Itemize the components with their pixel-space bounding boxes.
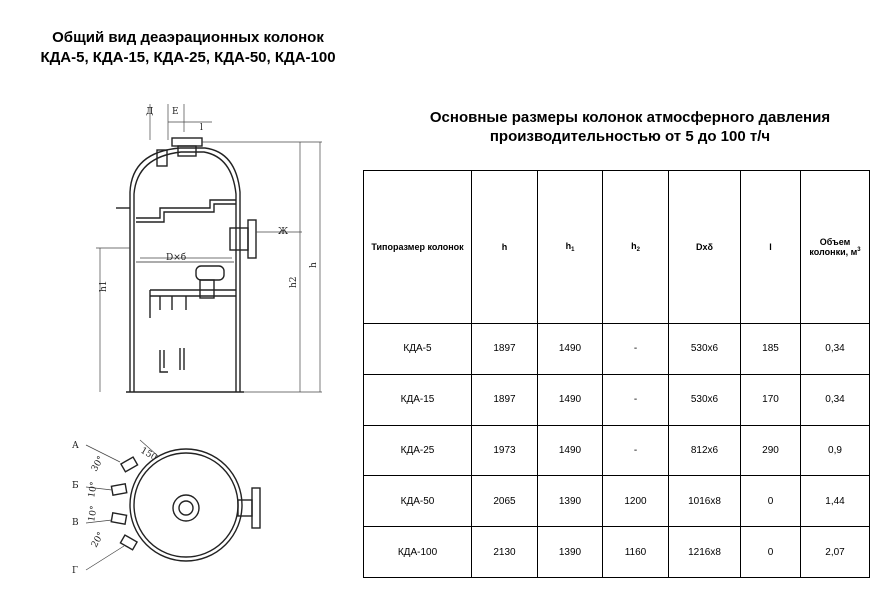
cell-l: 170 (740, 373, 801, 426)
cell-type: КДА-50 (363, 475, 472, 528)
cell-h: 1897 (471, 373, 538, 426)
table-row: КДА-100 2130 1390 1160 1216х8 0 2,07 (363, 526, 870, 578)
label-h2: h2 (289, 276, 299, 288)
cell-h: 1973 (471, 424, 538, 477)
cell-volume: 1,44 (800, 475, 870, 528)
cell-h1: 1490 (537, 424, 603, 477)
cell-h1: 1390 (537, 475, 603, 528)
table-row: КДА-15 1897 1490 - 530х6 170 0,34 (363, 373, 870, 426)
header-dxd: Dxδ (668, 170, 741, 324)
cell-h2: - (602, 373, 669, 426)
label-g: Г (72, 566, 78, 576)
label-angle-20: 20° (90, 531, 107, 550)
table-title-line1: Основные размеры колонок атмосферного да… (429, 109, 831, 126)
label-e: Е (172, 107, 179, 117)
label-a: А (72, 441, 79, 451)
label-h: h (309, 262, 319, 268)
cell-dxd: 1216х8 (668, 526, 741, 578)
cell-h: 2130 (471, 526, 538, 578)
label-h1: h1 (99, 280, 109, 292)
cell-h: 1897 (471, 323, 538, 375)
cell-h2: 1160 (602, 526, 669, 578)
header-h1: h1 (537, 170, 603, 324)
cell-l: 0 (740, 475, 801, 528)
label-dim-150: 150 (139, 446, 159, 463)
cell-h2: - (602, 323, 669, 375)
table-title: Основные размеры колонок атмосферного да… (390, 108, 870, 146)
cell-volume: 0,34 (800, 323, 870, 375)
cell-volume: 0,34 (800, 373, 870, 426)
cell-h1: 1390 (537, 526, 603, 578)
table-title-line2: производительностью от 5 до 100 т/ч (489, 128, 771, 145)
drawing-title-line1: Общий вид деаэрационных колонок (52, 29, 324, 46)
cell-dxd: 812х6 (668, 424, 741, 477)
cell-l: 290 (740, 424, 801, 477)
drawing-title: Общий вид деаэрационных колонок КДА-5, К… (18, 28, 358, 68)
cell-h: 2065 (471, 475, 538, 528)
table-row: КДА-50 2065 1390 1200 1016х8 0 1,44 (363, 475, 870, 528)
label-b: Б (72, 481, 79, 491)
table-row: КДА-25 1973 1490 - 812х6 290 0,9 (363, 424, 870, 477)
label-angle-10a: 10° (87, 481, 100, 498)
cell-h1: 1490 (537, 323, 603, 375)
cell-type: КДА-5 (363, 323, 472, 375)
label-diameter: D×б (166, 252, 186, 263)
label-angle-30: 30° (90, 455, 107, 474)
dimensions-table: Типоразмер колонок h h1 h2 Dxδ l Объем к… (363, 170, 870, 578)
header-volume: Объем колонки, м3 (800, 170, 870, 324)
cell-dxd: 530х6 (668, 323, 741, 375)
cell-l: 185 (740, 323, 801, 375)
header-h2: h2 (602, 170, 669, 324)
label-v: В (72, 518, 79, 528)
drawing-title-line2: КДА-5, КДА-15, КДА-25, КДА-50, КДА-100 (40, 49, 336, 66)
cell-dxd: 530х6 (668, 373, 741, 426)
header-l: l (740, 170, 801, 324)
label-angle-10b: 10° (87, 505, 100, 522)
header-h: h (471, 170, 538, 324)
cell-h1: 1490 (537, 373, 603, 426)
table-header-row: Типоразмер колонок h h1 h2 Dxδ l Объем к… (363, 170, 870, 324)
table-row: КДА-5 1897 1490 - 530х6 185 0,34 (363, 323, 870, 375)
cell-l: 0 (740, 526, 801, 578)
cell-type: КДА-25 (363, 424, 472, 477)
cell-h2: 1200 (602, 475, 669, 528)
cell-dxd: 1016х8 (668, 475, 741, 528)
header-type: Типоразмер колонок (363, 170, 472, 324)
cell-volume: 2,07 (800, 526, 870, 578)
cell-h2: - (602, 424, 669, 477)
column-plan-view (110, 448, 261, 562)
cell-type: КДА-100 (363, 526, 472, 578)
label-d: Д (146, 107, 153, 117)
cell-volume: 0,9 (800, 424, 870, 477)
dimension-lines (96, 104, 322, 393)
label-zh: Ж (278, 227, 288, 237)
cell-type: КДА-15 (363, 373, 472, 426)
label-l: l (200, 123, 203, 133)
column-side-view (116, 137, 257, 393)
